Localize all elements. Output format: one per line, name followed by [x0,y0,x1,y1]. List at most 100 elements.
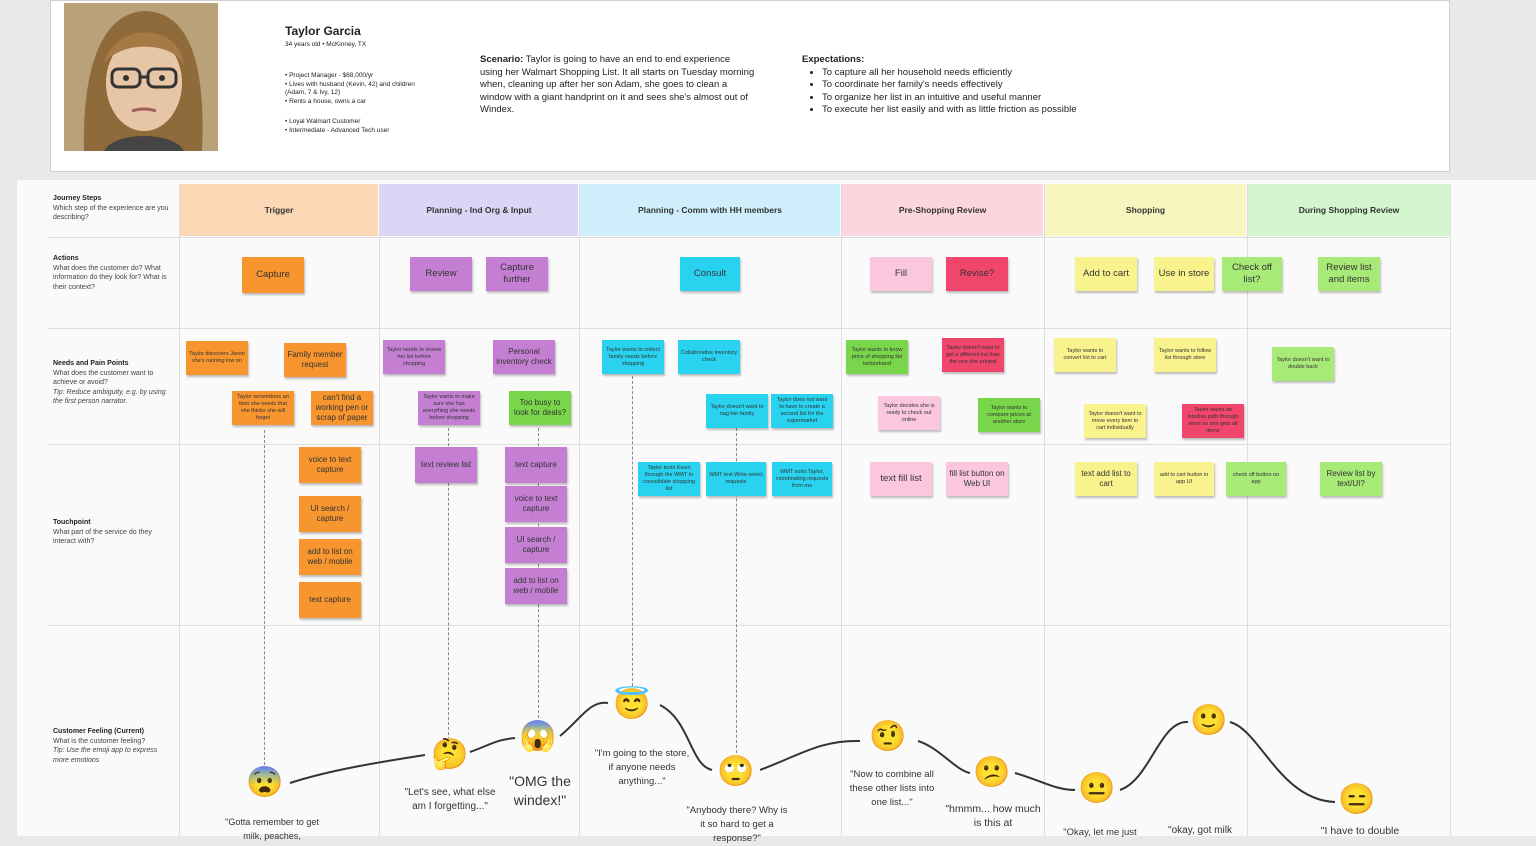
stage-pre-shopping: Pre-Shopping Review [842,184,1043,236]
touchpoint-sticky[interactable]: Review list by text/UI? [1320,462,1382,496]
feeling-quote: "Now to combine all these other lists in… [849,769,935,808]
feeling-quote: "okay, got milk [1168,825,1232,836]
touchpoint-sticky[interactable]: UI search / capture [299,496,361,532]
feeling-quote: "Let's see, what else am I forgetting...… [404,787,496,812]
need-sticky[interactable]: Taylor wants an intuitive path through s… [1182,404,1244,438]
touchpoint-sticky[interactable]: text capture [505,447,567,483]
need-sticky[interactable]: Taylor doesn't want to double back [1272,347,1334,381]
need-sticky[interactable]: Taylor remembers an item she needs that … [232,391,294,425]
touchpoint-sticky[interactable]: text review list [415,447,477,483]
column-divider [179,184,180,836]
thinking-face-icon: 🤔 [431,738,469,771]
connector-dashed-line [632,376,633,686]
connector-dashed-line [736,428,737,753]
feeling-quote: "Okay, let me just [1063,827,1137,838]
expectation-item: To organize her list in an intuitive and… [822,92,1142,105]
persona-detail: (Adam, 7 & Ivy, 12) [285,89,341,97]
stage-planning-ind: Planning - Ind Org & Input [380,184,578,236]
screaming-face-icon: 😱 [519,720,557,753]
column-divider [1450,184,1451,836]
feeling-quote: "Gotta remember to get milk, peaches, [225,817,319,841]
touchpoint-sticky[interactable]: add to cart button in app UI [1154,462,1214,496]
persona-detail: • Intermediate - Advanced Tech user [285,126,390,134]
slight-smile-face-icon: 🙂 [1190,704,1228,737]
touchpoint-sticky[interactable]: text fill list [870,462,932,496]
persona-age-location: 34 years old • McKinney, TX [285,41,367,48]
row-divider [48,625,1450,626]
need-sticky[interactable]: Taylor wants to compare prices at anothe… [978,398,1040,432]
touchpoint-sticky[interactable]: WMT text Write select requests [706,462,766,496]
need-sticky[interactable]: Taylor does not want to have to create a… [771,394,833,428]
feeling-quote: "Anybody there? Why is it so hard to get… [686,805,788,844]
expectation-item: To execute her list easily and with as l… [822,104,1142,117]
action-sticky-fill[interactable]: Fill [870,257,932,291]
persona-detail: • Rents a house, owns a car [285,97,367,105]
need-sticky[interactable]: Taylor doesn't want to nag her family [706,394,768,428]
need-sticky[interactable]: Taylor wants to convert list to cart [1054,338,1116,372]
touchpoint-sticky[interactable]: add to list on web / mobile [505,568,567,604]
touchpoint-sticky[interactable]: fill list button on Web UI [946,462,1008,496]
touchpoint-sticky[interactable]: Taylor texts Kevin through the WMT to co… [638,462,700,496]
need-sticky[interactable]: Taylor wants to follow list through stor… [1154,338,1216,372]
scenario-label: Scenario: [480,54,524,65]
touchpoint-sticky[interactable]: UI search / capture [505,527,567,563]
action-sticky-capture[interactable]: Capture [242,257,304,293]
persona-name: Taylor Garcia [285,24,361,38]
expressionless-face-icon: 😑 [1338,783,1376,816]
touchpoint-sticky[interactable]: voice to text capture [505,486,567,522]
expectation-item: To capture all her household needs effic… [822,67,1142,80]
need-sticky[interactable]: can't find a working pen or scrap of pap… [311,391,373,425]
action-sticky-consult[interactable]: Consult [680,257,740,291]
feeling-quote: "hmmm... how much is this at [945,803,1041,829]
need-sticky[interactable]: Taylor needs to review her list before s… [383,340,445,374]
persona-customer-list: • Loyal Walmart Customer • Intermediate … [285,118,450,135]
fearful-face-icon: 😨 [246,766,284,799]
action-sticky-review[interactable]: Review [410,257,472,291]
action-sticky-add-to-cart[interactable]: Add to cart [1075,257,1137,291]
need-sticky[interactable]: Too busy to look for deals? [509,391,571,425]
need-sticky[interactable]: Collaborative inventory check [678,340,740,374]
scenario-text: Taylor is going to have an end to end ex… [480,54,755,116]
column-divider [1044,184,1045,836]
need-sticky[interactable]: Taylor discovers Jason she's running low… [186,341,248,375]
touchpoint-sticky[interactable]: check off button on app [1226,462,1286,496]
column-divider [579,184,580,836]
need-sticky[interactable]: Family member request [284,343,346,377]
need-sticky[interactable]: Taylor wants to know price of shopping l… [846,340,908,374]
neutral-face-icon: 😐 [1078,772,1116,805]
eye-roll-face-icon: 🙄 [717,755,755,788]
expectations-list: To capture all her household needs effic… [802,67,1142,117]
action-sticky-capture-further[interactable]: Capture further [486,257,548,291]
halo-face-icon: 😇 [613,688,651,721]
touchpoint-sticky[interactable]: voice to text capture [299,447,361,483]
row-divider [48,237,1450,238]
row-divider [48,444,1450,445]
need-sticky[interactable]: Taylor decides she is ready to check out… [878,396,940,430]
stage-shopping: Shopping [1045,184,1246,236]
need-sticky[interactable]: Taylor doesn't want to get a different l… [942,338,1004,372]
row-divider [48,328,1450,329]
action-sticky-check-off[interactable]: Check off list? [1222,257,1282,291]
persona-detail: • Project Manager - $68,000/yr [285,72,374,79]
raised-eyebrow-face-icon: 🤨 [869,720,907,753]
column-divider [379,184,380,836]
touchpoint-sticky[interactable]: text capture [299,582,361,618]
stage-trigger: Trigger [180,184,378,236]
touchpoint-sticky[interactable]: add to list on web / mobile [299,539,361,575]
action-sticky-review-list[interactable]: Review list and items [1318,257,1380,291]
need-sticky[interactable]: Taylor wants to collect family needs bef… [602,340,664,374]
feeling-quote: "I'm going to the store, if anyone needs… [594,748,690,787]
column-divider [841,184,842,836]
touchpoint-sticky[interactable]: WMT sorts Taylor, coordinating requests … [772,462,832,496]
need-sticky[interactable]: Taylor doesn't want to move every item t… [1084,404,1146,438]
action-sticky-revise[interactable]: Revise? [946,257,1008,291]
touchpoint-sticky[interactable]: text add list to cart [1075,462,1137,496]
action-sticky-use-in-store[interactable]: Use in store [1154,257,1214,291]
need-sticky[interactable]: Taylor wants to make sure she has everyt… [418,391,480,425]
need-sticky[interactable]: Personal inventory check [493,340,555,374]
stage-planning-comm: Planning - Comm with HH members [580,184,840,236]
connector-dashed-line [264,430,265,765]
persona-detail: • Lives with husband (Kevin, 42) and chi… [285,80,415,88]
